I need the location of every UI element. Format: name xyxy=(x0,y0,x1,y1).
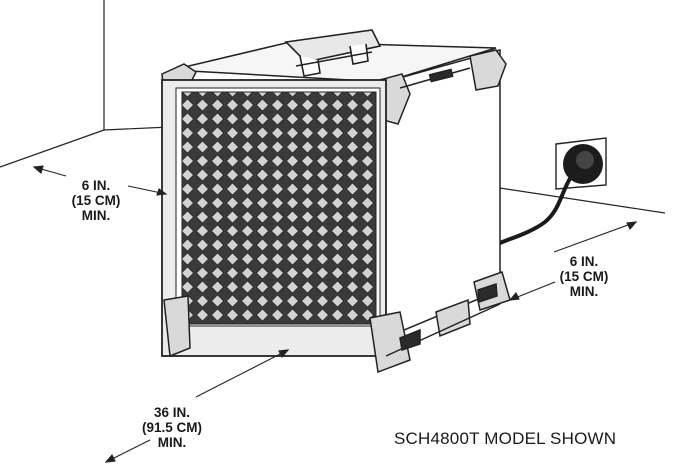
left-clearance-label: 6 IN. (15 CM) MIN. xyxy=(52,178,140,223)
right-clearance-inches: 6 IN. xyxy=(569,254,599,269)
clearance-arrows xyxy=(32,165,638,463)
model-caption: SCH4800T MODEL SHOWN xyxy=(394,429,617,448)
right-clearance-cm: (15 CM) xyxy=(559,269,609,284)
wall-outlet xyxy=(499,137,607,245)
room-corner xyxy=(0,0,666,214)
floor-line-right xyxy=(499,187,666,214)
right-arrowhead-a xyxy=(626,221,638,230)
front-clearance-inches: 36 IN. xyxy=(153,405,191,420)
left-clearance-cm: (15 CM) xyxy=(71,193,121,208)
left-arrowhead-b xyxy=(156,188,168,196)
front-grille xyxy=(181,91,377,325)
right-clearance-min: MIN. xyxy=(569,284,599,299)
front-clearance-min: MIN. xyxy=(157,435,187,450)
carry-handle xyxy=(284,29,382,77)
unit-top xyxy=(171,41,497,83)
left-arrowhead-a xyxy=(32,165,44,174)
front-arrowhead-b xyxy=(104,454,116,463)
floor-line-left xyxy=(0,129,105,168)
right-arrowhead-b xyxy=(508,292,520,301)
front-arrowhead-a xyxy=(278,349,290,358)
left-clearance-inches: 6 IN. xyxy=(81,178,111,193)
wall-floor-line-back xyxy=(103,126,171,131)
front-clearance-cm: (91.5 CM) xyxy=(141,420,202,435)
right-clearance-label: 6 IN. (15 CM) MIN. xyxy=(540,254,628,299)
front-clearance-line-a xyxy=(195,349,289,398)
front-clearance-label: 36 IN. (91.5 CM) MIN. xyxy=(122,405,222,450)
right-clearance-line-a xyxy=(553,221,637,253)
unit-base xyxy=(163,271,511,374)
left-clearance-min: MIN. xyxy=(81,208,111,223)
